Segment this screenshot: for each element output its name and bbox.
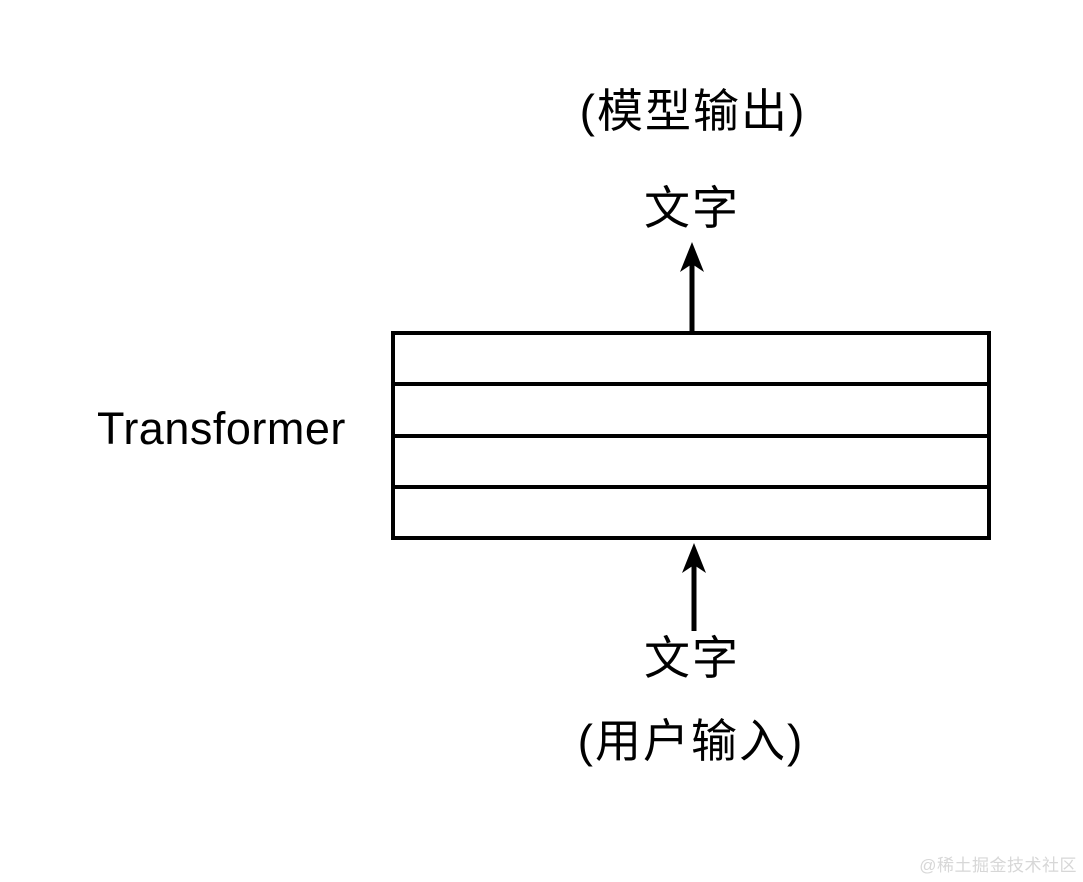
transformer-box [391, 331, 991, 540]
input-text-label: 文字 [644, 632, 740, 684]
transformer-layer-row [395, 386, 987, 438]
output-arrow-up-icon [680, 242, 704, 332]
watermark: @稀土掘金技术社区 [919, 856, 1077, 875]
transformer-label: Transformer [97, 403, 346, 454]
transformer-layer-row [395, 335, 987, 387]
input-arrow-up-icon [682, 543, 706, 631]
user-input-annotation: (用户输入) [577, 715, 805, 767]
transformer-layer-row [395, 489, 987, 536]
transformer-layer-row [395, 438, 987, 489]
model-output-annotation: (模型输出) [579, 85, 807, 137]
output-text-label: 文字 [644, 182, 740, 234]
